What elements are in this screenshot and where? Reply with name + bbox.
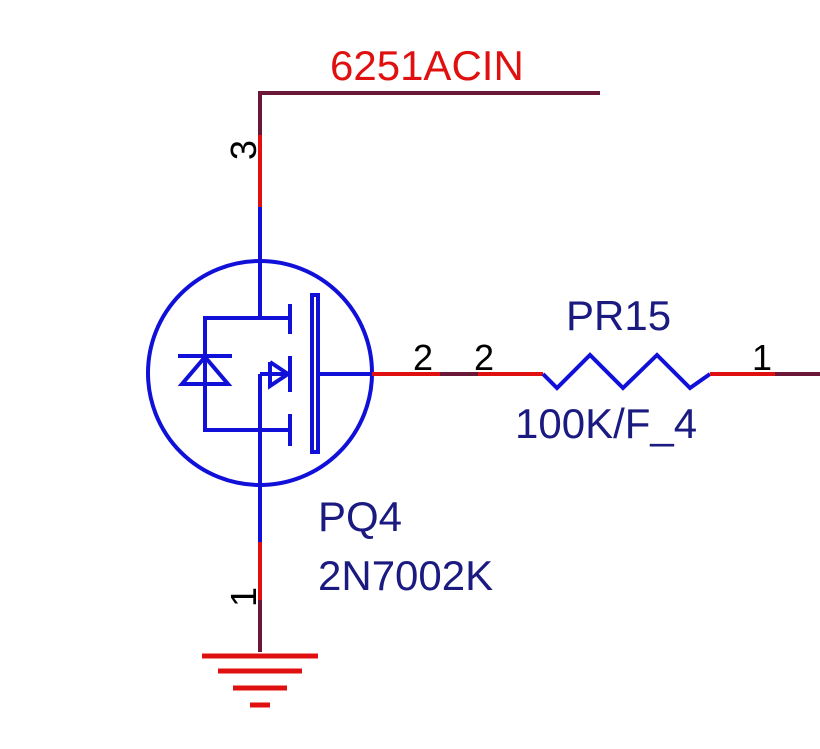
ground-icon [202, 653, 318, 708]
source-pin-number: 1 [223, 587, 264, 607]
mosfet-gate-plate [310, 293, 320, 454]
mosfet-arrow-icon [268, 360, 292, 390]
resistor-right-pin-number: 1 [752, 337, 772, 378]
resistor-ref-label: PR15 [566, 292, 671, 339]
resistor-zigzag-icon [541, 352, 712, 391]
drain-pin-number: 3 [223, 140, 264, 160]
mosfet-symbol [146, 207, 374, 542]
diode-triangle-icon [177, 353, 233, 386]
resistor-left-pin-number: 2 [474, 337, 494, 378]
resistor-value-label: 100K/F_4 [515, 400, 697, 447]
net-label-6251acin: 6251ACIN [330, 42, 524, 89]
transistor-ref-label: PQ4 [318, 493, 402, 540]
transistor-part-label: 2N7002K [318, 552, 493, 599]
mosfet-diode-loop [203, 316, 260, 432]
gate-pin-number: 2 [413, 337, 433, 378]
net-wire-top [258, 91, 600, 135]
